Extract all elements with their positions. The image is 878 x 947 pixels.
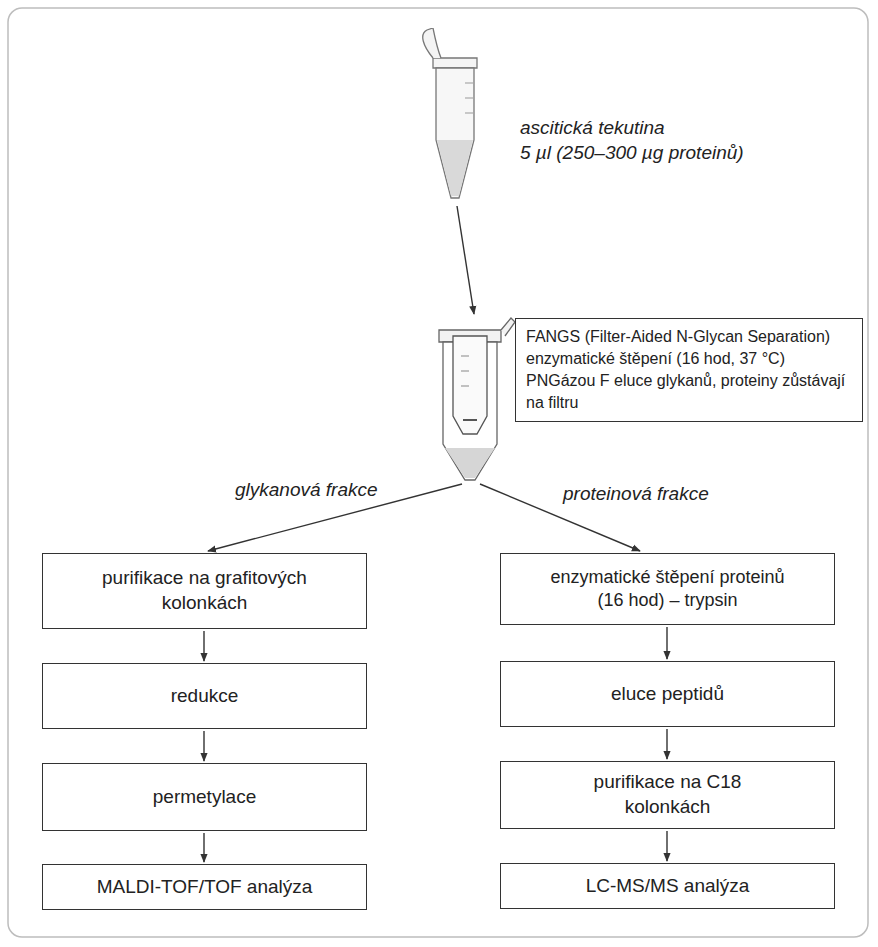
step-text: eluce peptidů [611, 682, 724, 707]
step-text: LC-MS/MS analýza [586, 874, 750, 899]
process-box: permetylace [42, 763, 367, 831]
step-text: redukce [171, 684, 239, 709]
flow-arrow [203, 731, 204, 761]
step-text: enzymatické štěpení proteinů (16 hod) – … [537, 566, 799, 613]
sample-label: ascitická tekutina [520, 116, 744, 141]
step-text: purifikace na C18 kolonkách [573, 770, 763, 819]
flow-arrow [203, 833, 204, 862]
flow-arrow [666, 627, 667, 659]
edge-label: glykanová frakce [232, 478, 381, 503]
method-text: FANGS (Filter-Aided N-Glycan Separation)… [526, 326, 852, 414]
sample-tube: ascitická tekutina5 µl (250–300 µg prote… [415, 28, 835, 204]
process-box: MALDI-TOF/TOF analýza [42, 864, 367, 910]
filter-step: FANGS (Filter-Aided N-Glycan Separation)… [425, 316, 865, 482]
process-box: LC-MS/MS analýza [500, 863, 835, 909]
flow-arrow [666, 729, 667, 759]
flow-arrow [666, 831, 667, 861]
filter-tube-icon [425, 316, 517, 482]
process-box: purifikace na C18 kolonkách [500, 761, 835, 829]
flow-arrow [457, 206, 474, 314]
process-box: purifikace na grafitových kolonkách [42, 553, 367, 629]
flow-arrow [203, 631, 204, 661]
tube-icon [415, 28, 495, 204]
step-text: MALDI-TOF/TOF analýza [97, 875, 313, 900]
step-text: permetylace [153, 785, 257, 810]
edge-label: proteinová frakce [560, 482, 712, 507]
sample-label: 5 µl (250–300 µg proteinů) [520, 141, 744, 166]
frame-border [8, 8, 868, 937]
process-box: redukce [42, 663, 367, 729]
process-box: eluce peptidů [500, 661, 835, 727]
step-text: purifikace na grafitových kolonkách [70, 566, 340, 615]
sample-caption: ascitická tekutina5 µl (250–300 µg prote… [520, 116, 744, 165]
method-box: FANGS (Filter-Aided N-Glycan Separation)… [515, 318, 863, 422]
process-box: enzymatické štěpení proteinů (16 hod) – … [500, 553, 835, 625]
